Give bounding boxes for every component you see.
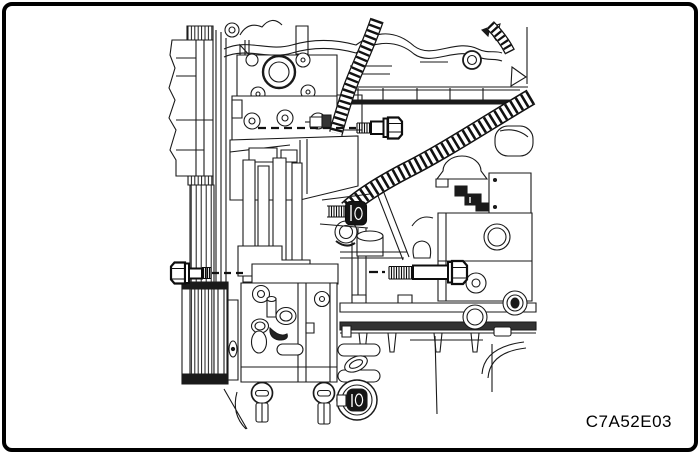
corrugated-hose — [347, 25, 531, 209]
pressure-sensor — [337, 353, 377, 420]
ac-compressor — [224, 148, 357, 429]
left-mounting-bolt-icon — [171, 263, 211, 284]
corrugated-conduit — [336, 20, 377, 133]
figure-code-label: C7A52E03 — [585, 412, 672, 431]
long-mounting-bolt-icon — [389, 261, 467, 284]
cylinder-head-cover — [224, 24, 533, 156]
upper-mounting-bolt-icon — [357, 118, 402, 139]
drive-belt — [188, 30, 226, 290]
stud-bolt-icon — [320, 194, 370, 228]
compressor-pulley — [182, 282, 238, 384]
